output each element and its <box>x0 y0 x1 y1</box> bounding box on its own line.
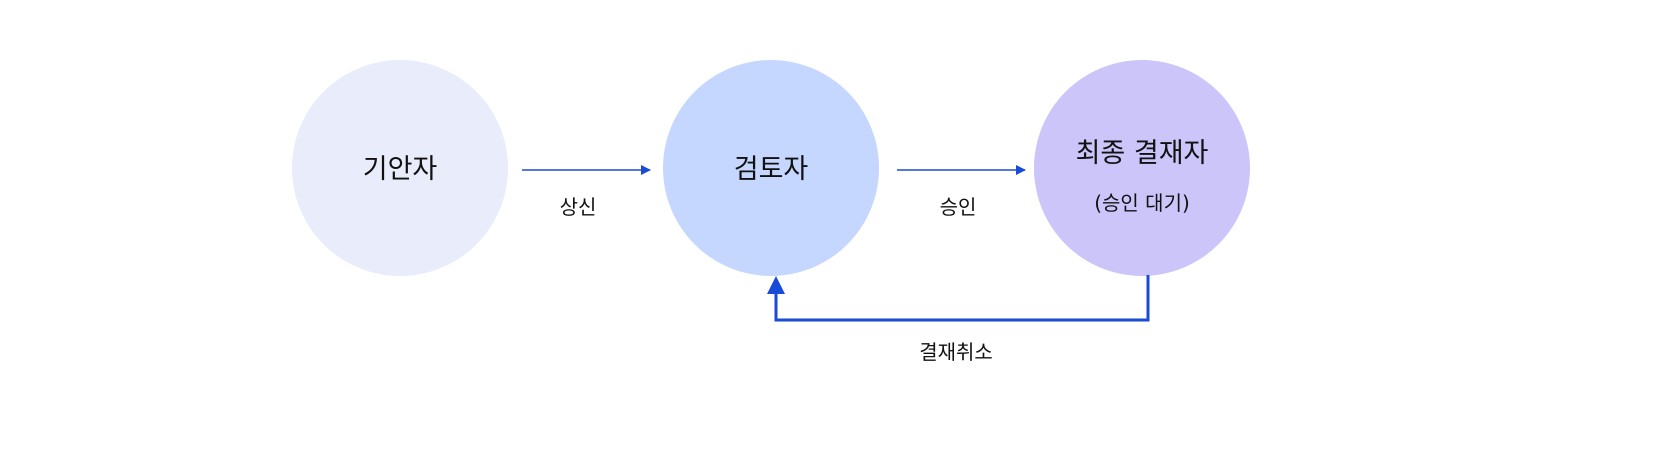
edge-approve: 승인 <box>897 165 1026 219</box>
node-final-sublabel: (승인 대기) <box>1094 191 1190 215</box>
edge-submit-label: 상신 <box>560 195 597 219</box>
node-final-label: 최종 결재자 <box>1076 138 1209 169</box>
node-drafter-label: 기안자 <box>363 154 438 185</box>
node-reviewer-label: 검토자 <box>734 154 809 185</box>
arrow-up-icon <box>767 276 785 294</box>
edge-submit: 상신 <box>522 165 651 219</box>
node-final-approver: 최종 결재자 (승인 대기) <box>1034 60 1250 276</box>
node-reviewer: 검토자 <box>663 60 879 276</box>
return-arrow-line <box>774 275 1150 322</box>
edge-cancel-label: 결재취소 <box>919 340 993 364</box>
node-drafter: 기안자 <box>292 60 508 276</box>
edge-cancel: 결재취소 <box>767 275 1150 364</box>
edge-approve-label: 승인 <box>940 195 977 219</box>
